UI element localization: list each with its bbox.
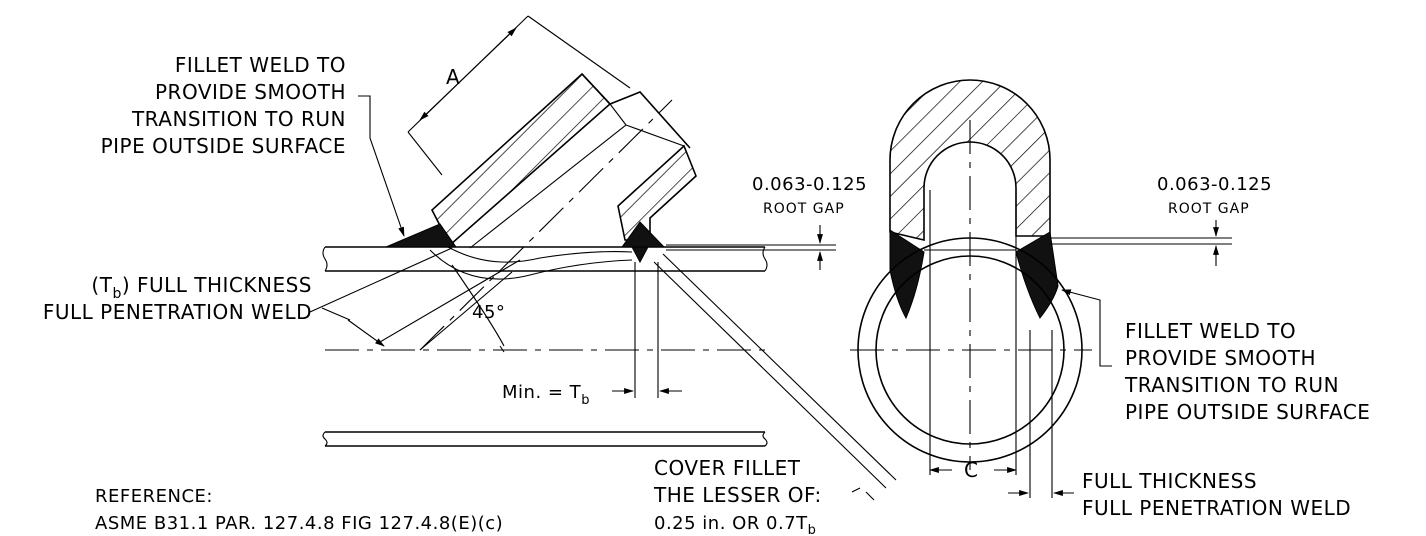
full-pen-right-line1: FULL THICKNESS [1082,469,1257,493]
min-tb-label: Min. = Tb [502,382,590,408]
fillet-note-right-line1: FILLET WELD TO [1125,319,1296,343]
cover-fillet-line2: THE LESSER OF: [653,483,822,507]
dimension-c-label: C [964,458,978,482]
full-pen-right-line2: FULL PENETRATION WELD [1082,496,1351,520]
reference-line1: REFERENCE: [95,486,213,507]
min-tb-dimension [612,262,682,398]
fillet-leader-left [358,95,405,237]
angle-arc [451,264,505,353]
full-pen-left-line1: (Tb) FULL THICKNESS [91,273,312,302]
run-pipe-section-left [322,246,768,447]
fillet-note-left-line3: TRANSITION TO RUN [131,107,346,131]
root-gap-dim-left [666,225,836,270]
cover-fillet-line3: 0.25 in. OR 0.7Tb [654,513,816,536]
fillet-note-left-line4: PIPE OUTSIDE SURFACE [101,134,346,158]
dimension-a [407,15,631,176]
reference-line2: ASME B31.1 PAR. 127.4.8 FIG 127.4.8(E)(c… [95,513,503,534]
branch-fitting-section [419,72,697,351]
fillet-note-right-line2: PROVIDE SMOOTH [1125,346,1316,370]
fillet-welds-left [385,221,666,264]
root-gap-left-value: 0.063-0.125 [752,174,867,195]
cover-fillet-line1: COVER FILLET [654,456,801,480]
root-gap-left-label: ROOT GAP [763,201,845,217]
full-pen-left-line2: FULL PENETRATION WELD [43,300,312,324]
fillet-note-right-line3: TRANSITION TO RUN [1124,373,1339,397]
cross-section-right [850,79,1092,475]
angle-label: 45° [472,302,505,323]
fillet-note-left-line2: PROVIDE SMOOTH [155,80,346,104]
root-gap-dim-right [1050,220,1232,266]
dimension-a-label: A [446,65,460,89]
fillet-note-right-line4: PIPE OUTSIDE SURFACE [1125,400,1370,424]
full-pen-dim-right [1008,330,1074,498]
fillet-leader-right [1061,289,1112,367]
root-gap-right-value: 0.063-0.125 [1157,174,1272,195]
cover-fillet-leader [653,253,897,501]
fillet-note-left-line1: FILLET WELD TO [175,53,346,77]
root-gap-right-label: ROOT GAP [1168,201,1250,217]
full-pen-leader-left [309,247,521,351]
